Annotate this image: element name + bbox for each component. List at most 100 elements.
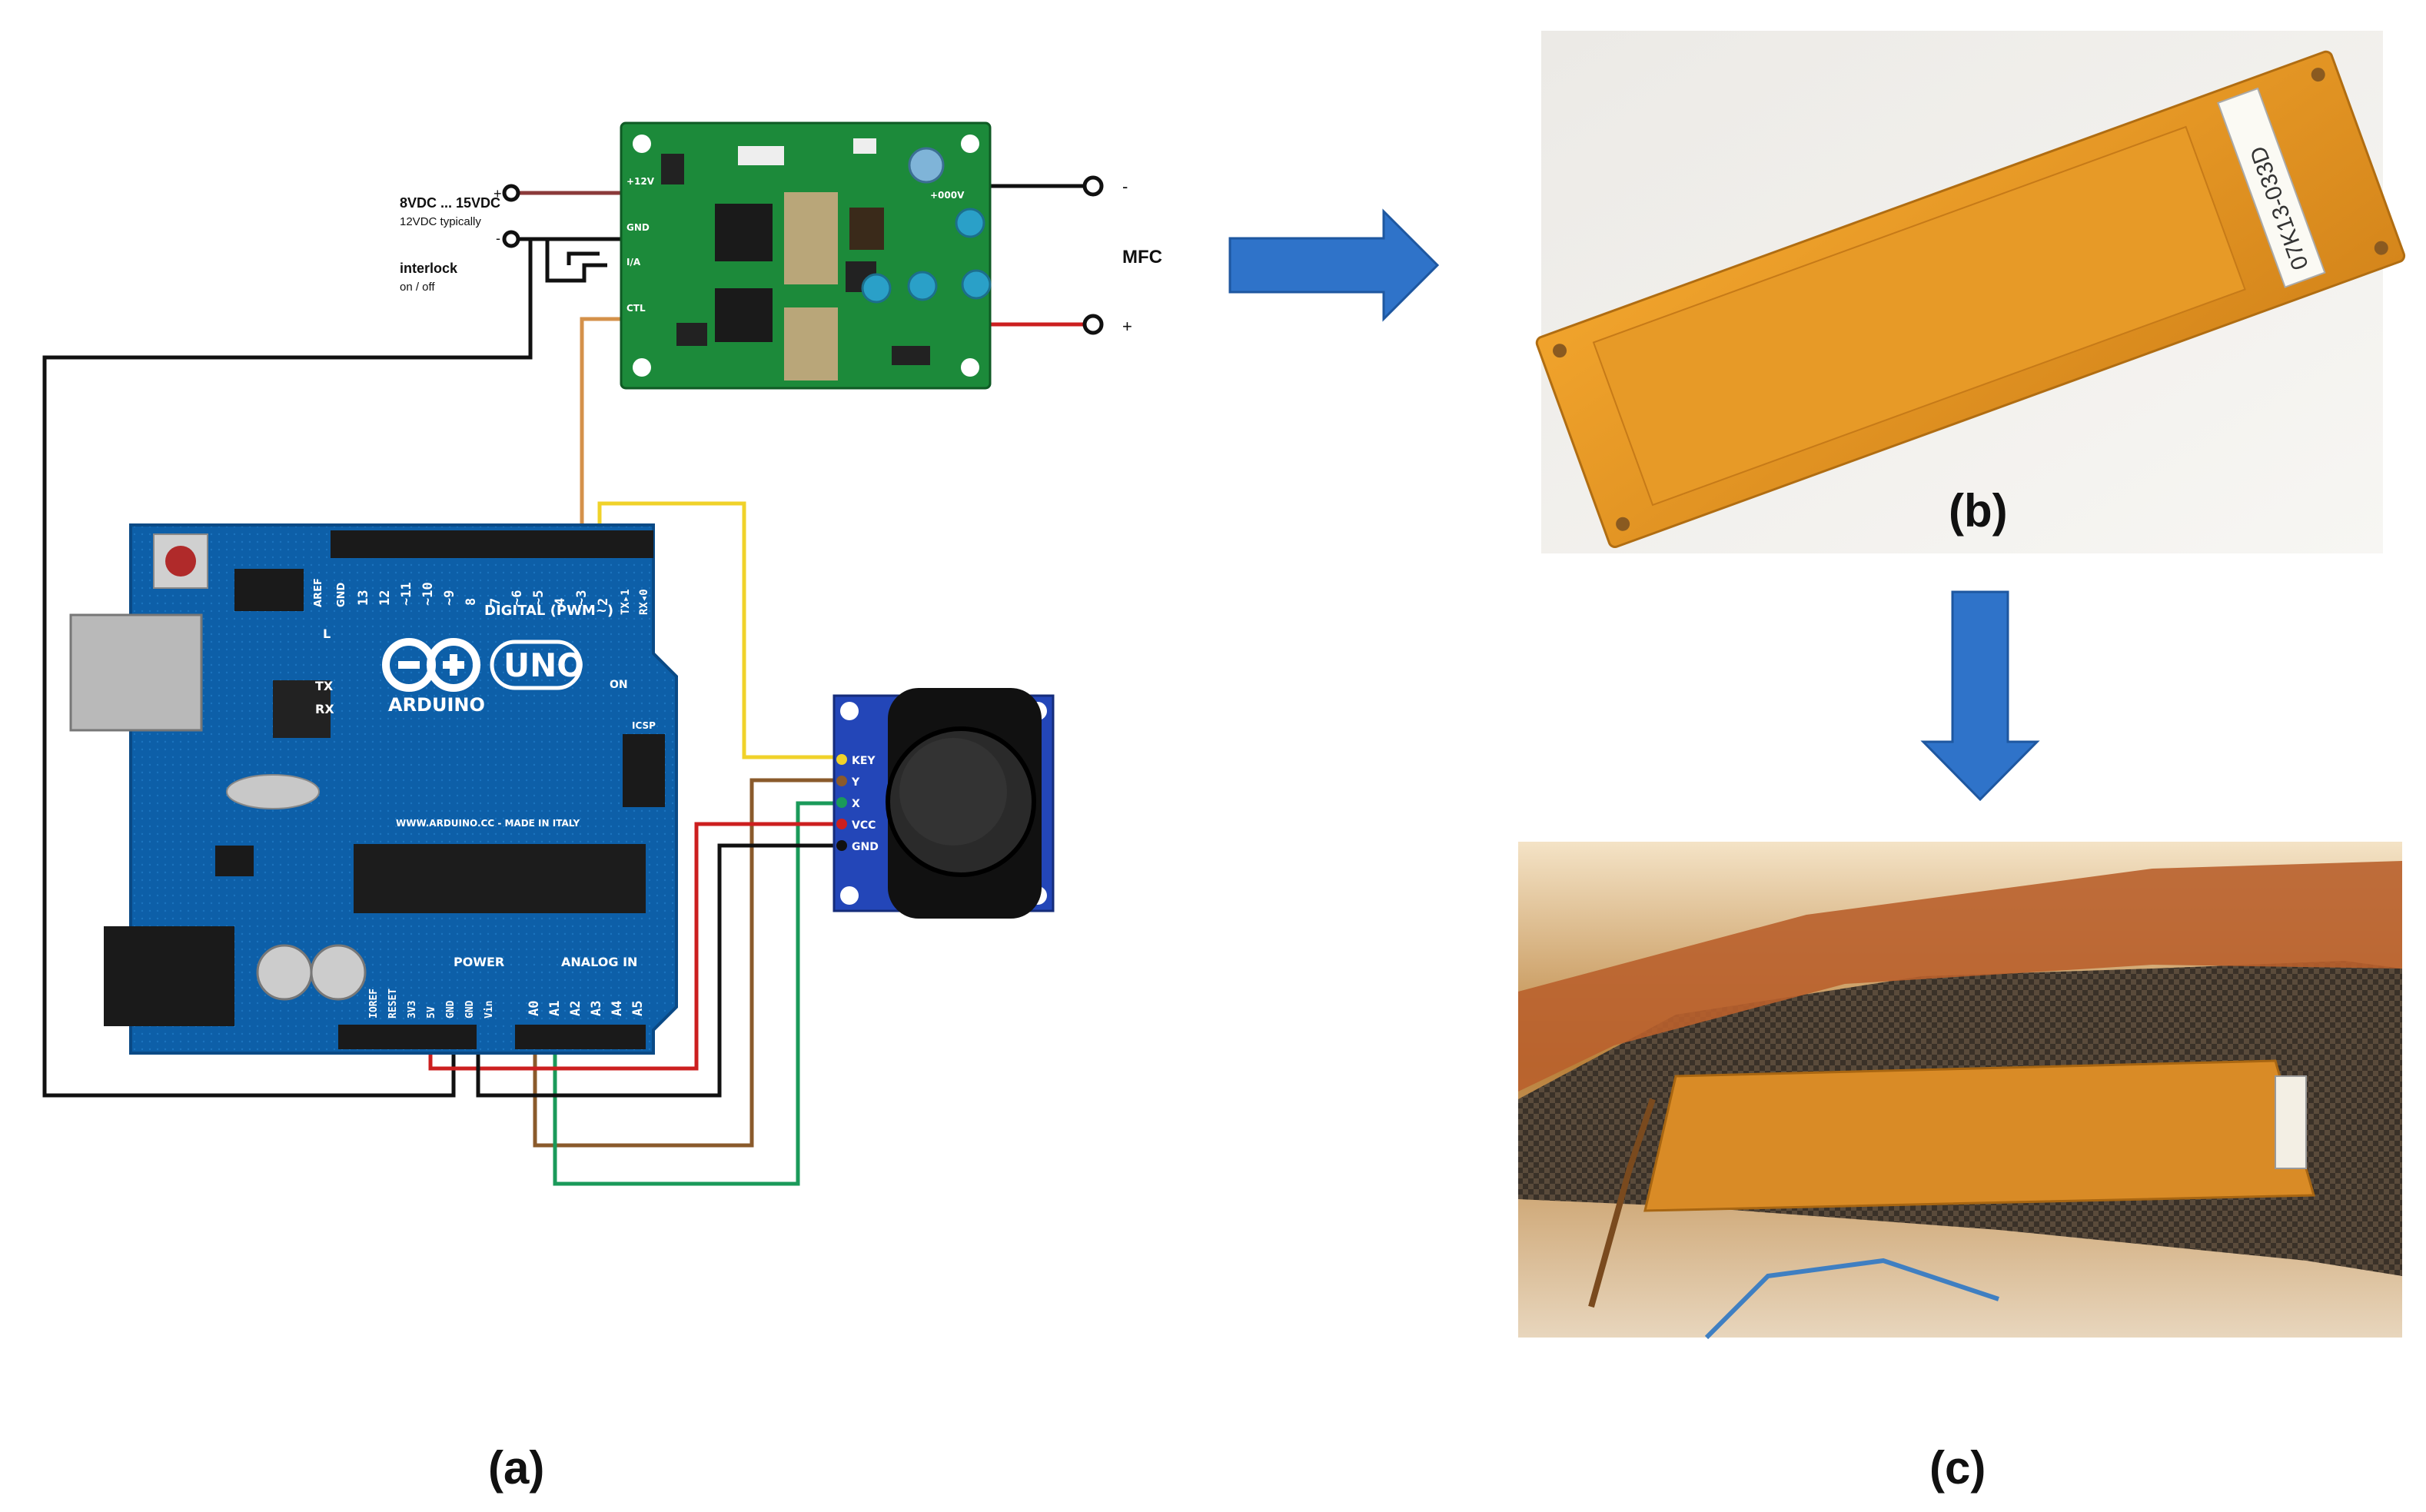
terminal-mfc-minus	[1082, 175, 1104, 197]
joy-pin-key: KEY	[852, 755, 876, 767]
dpin: ~6	[510, 590, 525, 606]
dpin: 2	[596, 598, 611, 606]
usb-connector	[69, 613, 203, 732]
dpin: ~10	[420, 582, 436, 606]
apin: A2	[568, 1001, 583, 1016]
power-label: POWER	[454, 955, 504, 969]
terminal-supply-minus	[502, 230, 520, 248]
uno-model-text: UNO	[503, 646, 584, 684]
wire-interlock	[545, 239, 607, 283]
arduino-site-text: WWW.ARDUINO.CC - MADE IN ITALY	[396, 818, 580, 829]
lead-wire	[1588, 1098, 1656, 1308]
tx-led-label: TX	[315, 679, 334, 693]
icsp-label: ICSP	[632, 720, 656, 731]
wire-ctl-signal	[580, 317, 621, 542]
supply-minus-sign: -	[496, 231, 500, 246]
panel-a-circuit: 8VDC ... 15VDC 12VDC typically interlock…	[42, 121, 1162, 1186]
digital-header	[331, 530, 653, 558]
dpin: TX▸1	[620, 589, 632, 615]
ppin: RESET	[387, 989, 399, 1019]
wire-gnd-joystick	[476, 843, 839, 1098]
dc-jack	[104, 926, 234, 1026]
analog-pin-labels: A0 A1 A2 A3 A4 A5	[527, 1001, 646, 1016]
dpin: ~5	[531, 590, 547, 606]
arrow-b-to-c	[1920, 590, 2040, 802]
supply-plus-sign: +	[494, 186, 502, 201]
mfc-label: MFC	[1122, 247, 1162, 268]
apin: A4	[610, 1001, 625, 1016]
joy-pin-vcc: VCC	[852, 819, 876, 832]
joystick-module: KEY Y X VCC GND	[832, 688, 1055, 919]
dpin: ~3	[574, 590, 590, 606]
dpin: ~11	[399, 582, 414, 606]
ppin: 3V3	[407, 1001, 418, 1019]
driver-labels: 8VDC ... 15VDC 12VDC typically interlock…	[400, 177, 1162, 336]
panel-b-mfc-photo: 07K13-033D	[1535, 31, 2406, 553]
panel-c-mounted-photo	[1518, 842, 2402, 1340]
driver-pin-12v: +12V	[626, 176, 655, 187]
power-pin-labels: IOREF RESET 3V3 5V GND GND Vin	[368, 989, 495, 1019]
ppin: IOREF	[368, 989, 380, 1019]
interlock-state-label: on / off	[400, 281, 435, 294]
ppin: GND	[464, 1000, 476, 1019]
ppin: Vin	[484, 1001, 495, 1019]
terminal-mfc-plus	[1082, 314, 1104, 335]
hv-driver-board: +12V GND I/A CTL +000V	[620, 121, 992, 390]
digital-pin-labels: 13 12 ~11 ~10 ~9 8 7 ~6 ~5 4 ~3 2 TX▸1 R…	[356, 582, 650, 615]
ppin: GND	[445, 1000, 457, 1019]
joy-pin-y: Y	[851, 776, 860, 789]
wiring	[42, 184, 1084, 1186]
l-led-label: L	[323, 626, 331, 641]
on-led-label: ON	[610, 679, 628, 691]
terminals	[502, 175, 1104, 335]
atmega-chip	[354, 844, 646, 913]
wire-interlock-b	[567, 251, 600, 265]
supply-typical-label: 12VDC typically	[400, 215, 481, 228]
supply-range-label: 8VDC ... 15VDC	[400, 195, 500, 211]
interlock-label: interlock	[400, 261, 458, 276]
aref-label: AREF	[313, 578, 324, 607]
terminal-supply-plus	[502, 184, 520, 202]
apin: A5	[630, 1001, 646, 1016]
mfc-minus-sign: -	[1122, 177, 1128, 196]
power-header	[338, 1025, 477, 1049]
joy-pin-gnd: GND	[852, 841, 879, 853]
arduino-brand-text: ARDUINO	[388, 694, 485, 716]
ppin: 5V	[426, 1006, 437, 1019]
joy-pin-x: X	[852, 798, 860, 810]
digital-label: DIGITAL (PWM~)	[484, 603, 613, 619]
driver-pin-hv: +000V	[930, 190, 965, 201]
mounted-mfc-patch	[1643, 1059, 2315, 1212]
apin: A3	[589, 1001, 604, 1016]
dpin: 7	[488, 598, 503, 606]
driver-pin-ctl: CTL	[626, 303, 646, 314]
dpin: RX◂0	[638, 589, 650, 615]
wire-y-brown	[533, 778, 839, 1148]
wire-key-yellow	[597, 501, 839, 759]
wire-x-green	[553, 801, 839, 1186]
panel-a-label: (a)	[488, 1442, 544, 1494]
gnd-top-label: GND	[336, 582, 347, 607]
dpin: 8	[464, 598, 479, 606]
dpin: 12	[377, 590, 393, 606]
driver-pin-gnd: GND	[626, 222, 650, 233]
apin: A1	[547, 1001, 563, 1016]
dpin: 13	[356, 590, 371, 606]
joystick-pins: KEY Y X VCC GND	[836, 754, 879, 853]
panel-c-label: (c)	[1929, 1442, 1986, 1494]
arduino-uno-board: UNO ARDUINO WWW.ARDUINO.CC - MADE IN ITA…	[69, 523, 678, 1055]
apin: A0	[527, 1001, 542, 1016]
wire-gnd-driver	[42, 238, 533, 1098]
driver-pin-ia: I/A	[626, 257, 641, 268]
uno-badge	[490, 640, 583, 690]
analog-header	[515, 1025, 646, 1049]
analog-label: ANALOG IN	[561, 955, 637, 969]
rx-led-label: RX	[315, 702, 334, 716]
arduino-logo	[382, 638, 480, 692]
icsp-header	[623, 734, 665, 807]
arrow-a-to-b	[1228, 208, 1440, 322]
wire-vcc-red	[428, 822, 839, 1071]
mfc-plus-sign: +	[1122, 317, 1132, 336]
dpin: 4	[553, 598, 568, 606]
